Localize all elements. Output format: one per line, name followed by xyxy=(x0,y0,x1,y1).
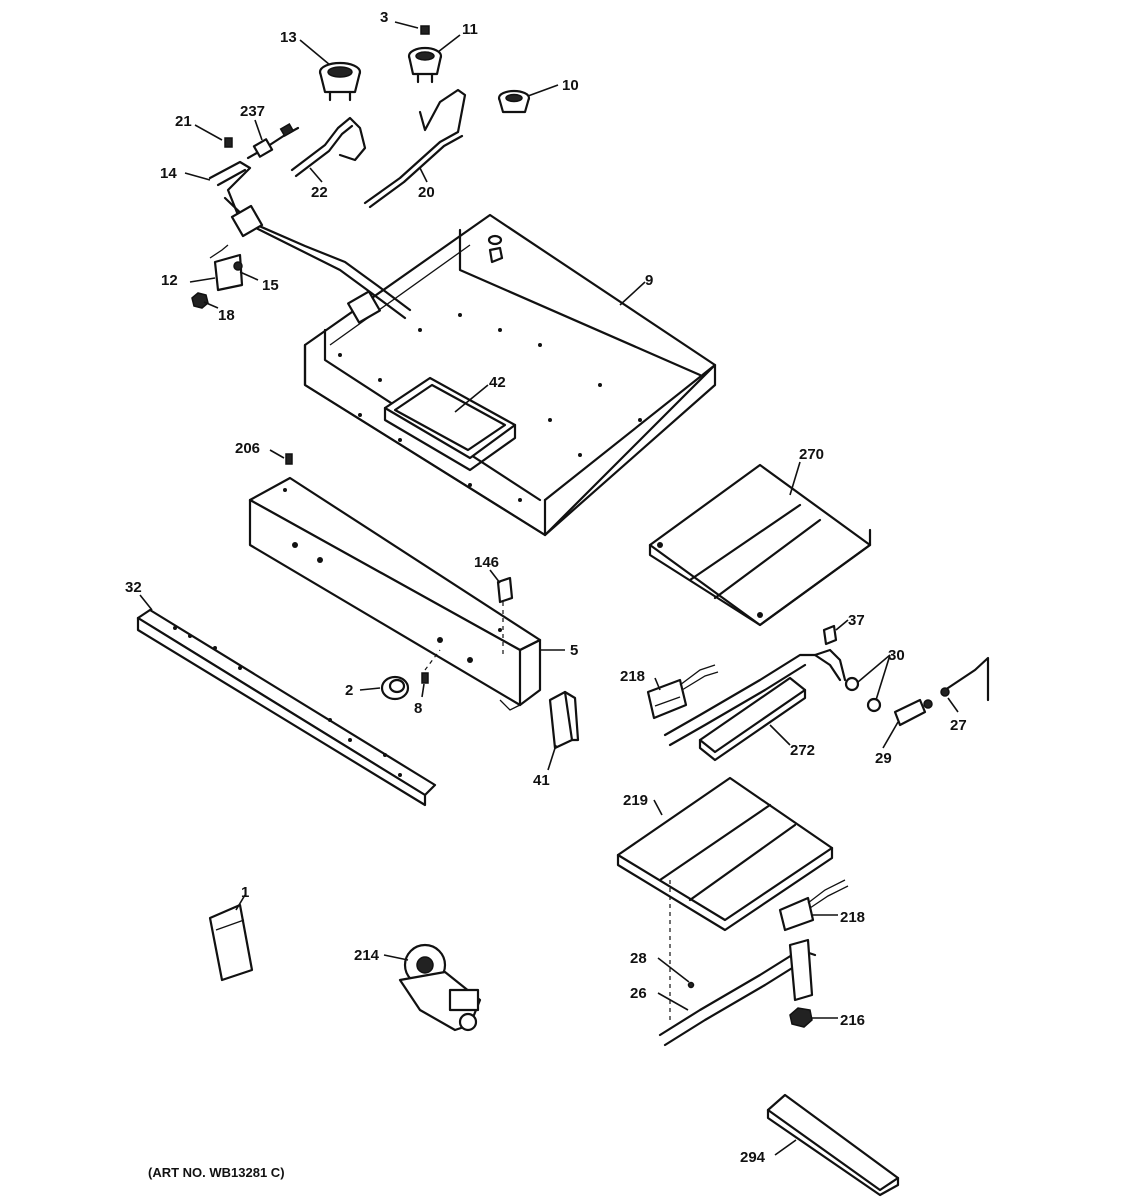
callout-28: 28 xyxy=(630,950,647,967)
callout-37: 37 xyxy=(848,612,865,629)
callout-219: 219 xyxy=(623,792,648,809)
literature-packet-part-1 xyxy=(208,903,254,982)
control-knob-part-2 xyxy=(380,675,410,701)
orifice-part-29 xyxy=(893,698,933,727)
manifold-pipe-part-14 xyxy=(208,160,412,324)
burner-head-part-11 xyxy=(407,46,443,84)
broil-burner-part-26 xyxy=(658,938,817,1047)
callout-29: 29 xyxy=(875,750,892,767)
callout-18: 18 xyxy=(218,307,235,324)
burner-head-part-13 xyxy=(318,61,362,102)
art-number: (ART NO. WB13281 C) xyxy=(148,1165,285,1180)
callout-218-upper: 218 xyxy=(620,668,645,685)
callout-30: 30 xyxy=(888,647,905,664)
callout-32: 32 xyxy=(125,579,142,596)
burner-box-part-9 xyxy=(303,213,717,537)
leader-lines xyxy=(139,21,959,1156)
spring-clip-part-37 xyxy=(822,624,838,646)
clip-part-146 xyxy=(496,576,514,655)
callout-8: 8 xyxy=(414,700,422,717)
control-panel-part-5 xyxy=(248,476,542,711)
bent-tube-part-22 xyxy=(290,116,367,178)
callout-10: 10 xyxy=(562,77,579,94)
callout-206: 206 xyxy=(235,440,260,457)
callout-237: 237 xyxy=(240,103,265,120)
callout-labels: 13 3 11 10 21 237 14 22 20 12 15 18 9 42… xyxy=(125,9,967,1166)
lower-shield-part-219 xyxy=(616,776,834,932)
screw-part-206 xyxy=(285,453,293,465)
vent-opening-part-42 xyxy=(383,376,517,472)
callout-218-lower: 218 xyxy=(840,909,865,926)
nut-part-18 xyxy=(191,292,209,309)
callout-42: 42 xyxy=(489,374,506,391)
callout-214: 214 xyxy=(354,947,380,964)
orifice-fitting-part-237 xyxy=(246,123,300,160)
callout-5: 5 xyxy=(570,642,578,659)
screw-part-28 xyxy=(669,880,695,1020)
callout-41: 41 xyxy=(533,772,550,789)
callout-13: 13 xyxy=(280,29,297,46)
screw-part-8 xyxy=(421,649,441,684)
callout-15: 15 xyxy=(262,277,279,294)
callout-21: 21 xyxy=(175,113,192,130)
callout-216: 216 xyxy=(840,1012,865,1029)
burner-head-part-10 xyxy=(497,89,531,114)
front-trim-part-32 xyxy=(136,608,437,807)
end-cap-part-41 xyxy=(548,690,580,750)
callout-1: 1 xyxy=(241,884,249,901)
heat-shield-part-270 xyxy=(648,463,872,627)
callout-294: 294 xyxy=(740,1149,766,1166)
callout-20: 20 xyxy=(418,184,435,201)
callout-3: 3 xyxy=(380,9,388,26)
callout-22: 22 xyxy=(311,184,328,201)
callout-9: 9 xyxy=(645,272,653,289)
callout-2: 2 xyxy=(345,682,353,699)
callout-14: 14 xyxy=(160,165,177,182)
rail-part-294 xyxy=(766,1093,900,1197)
screw-part-21 xyxy=(224,137,233,148)
callout-270: 270 xyxy=(799,446,824,463)
callout-26: 26 xyxy=(630,985,647,1002)
valve-bracket-part-12-15 xyxy=(209,244,244,292)
screw-part-3 xyxy=(420,25,430,35)
nut-part-216 xyxy=(789,1007,813,1028)
callout-146: 146 xyxy=(474,554,499,571)
igniter-part-218-upper xyxy=(646,664,719,720)
callout-12: 12 xyxy=(161,272,178,289)
callout-11: 11 xyxy=(462,21,478,38)
callout-272: 272 xyxy=(790,742,815,759)
bake-burner-tube xyxy=(663,648,847,747)
burner-plate-part-272 xyxy=(698,676,807,762)
tube-part-27 xyxy=(940,656,990,702)
valve-part-214 xyxy=(398,943,482,1032)
callout-27: 27 xyxy=(950,717,967,734)
orifice-hood-part-30 xyxy=(844,676,882,713)
igniter-part-218-lower xyxy=(778,879,849,932)
bent-tube-part-20 xyxy=(363,88,467,209)
